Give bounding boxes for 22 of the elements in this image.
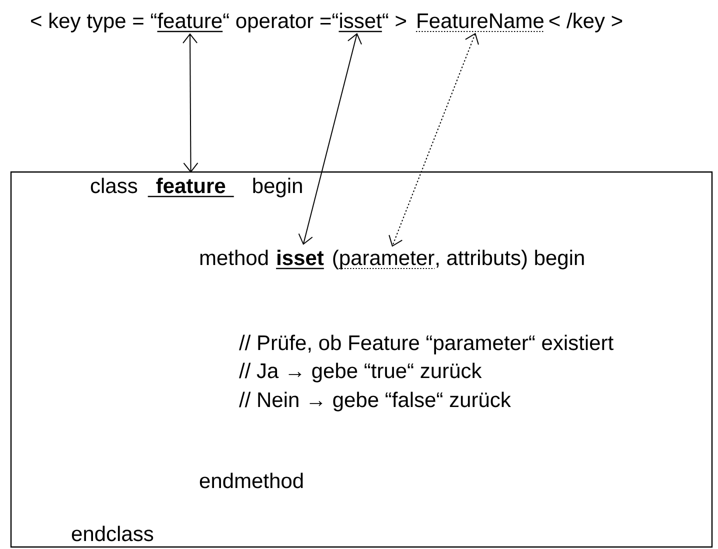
arrow [388,32,479,247]
code-text: < key type = “ [31,12,156,32]
keyword-text: FeatureName [416,14,545,32]
code-text: method [200,250,268,266]
code-text: ( [333,250,339,270]
class-box [10,171,713,548]
keyword-text: feature [157,12,223,32]
code-text: // Prüfe, ob Feature “parameter“ existiert [239,334,614,354]
code-text: // Nein → gebe “false“ zurück [239,392,511,412]
code-text: , attributs) begin [436,250,584,270]
code-text: // Ja → gebe “true“ zurück [239,362,482,382]
keyword-text: isset [276,250,324,270]
keyword-text: isset [338,12,382,32]
code-text: begin [253,178,302,198]
keyword-text: feature [148,178,234,198]
code-text: “ > [382,14,406,26]
arrow [182,33,198,173]
code-text: endmethod [200,472,303,488]
code-text: “ operator =“ [223,14,338,32]
arrow [298,33,362,245]
keyword-text: parameter [338,251,436,270]
code-text: endclass [72,526,154,542]
